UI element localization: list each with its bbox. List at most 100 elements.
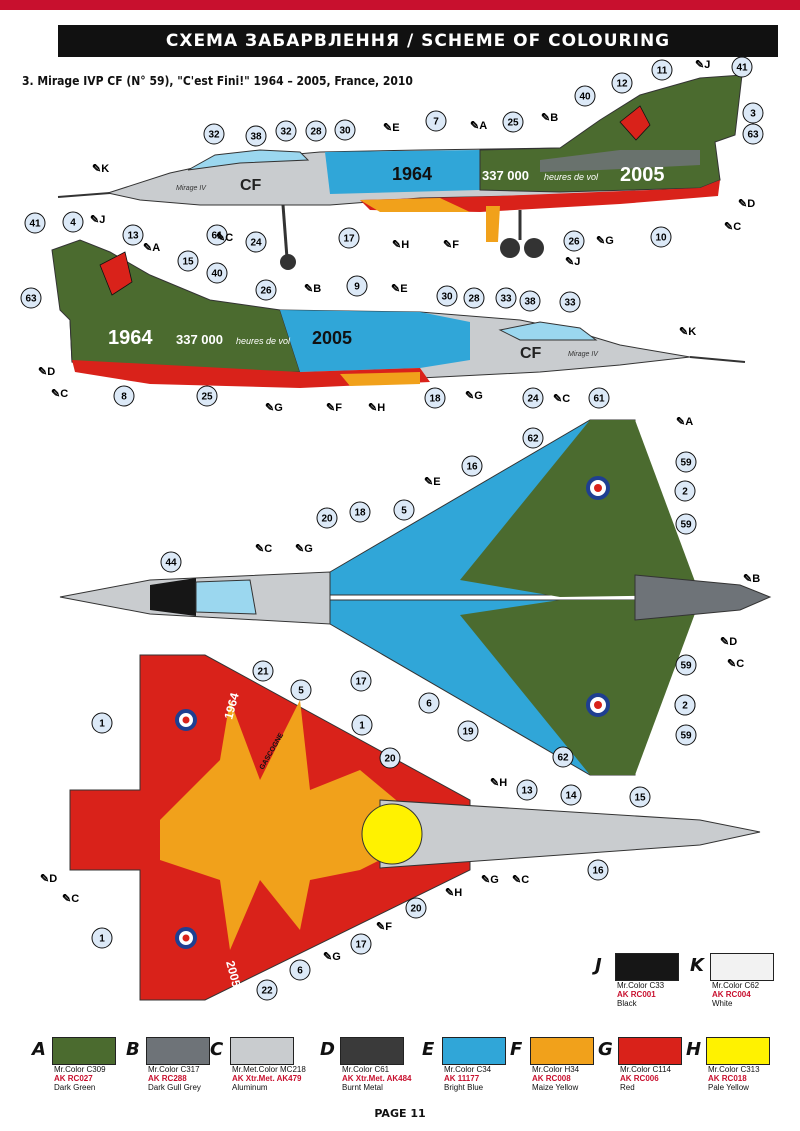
svg-text:7: 7 [433,117,439,128]
side_bottom-callout-4: 40 [206,262,228,284]
bottom_view-paint-letter-1: ✎D [40,873,57,885]
top_view-callout-16: 59 [675,724,697,746]
bottom_view-callout-13: 22 [256,979,278,1001]
legend-brand-c: Mr.Met.Color MC218 [232,1065,306,1074]
side1-nose-probe [57,192,111,198]
side_top-paint-letter-2: ✎A [470,120,487,132]
bottom_view-paint-letter-6: ✎F [376,921,392,933]
top_view-paint-letter-5: ✎D [720,636,737,648]
svg-text:30: 30 [339,126,351,137]
svg-text:20: 20 [410,904,422,915]
svg-text:15: 15 [182,257,194,268]
top_view-paint-letter-2: ✎C [255,543,272,555]
bottom_view-paint-letter-0: ✎H [490,777,507,789]
side2-year-start: 1964 [108,327,153,349]
legend-key-d: D [320,1039,335,1060]
side_bottom-paint-letter-7: ✎G [265,402,283,414]
svg-text:63: 63 [25,294,37,305]
side2-hours-suffix: heures de vol [236,336,291,346]
top_view-callout-9: 44 [160,551,182,573]
side_bottom-callout-1: 4 [62,211,84,233]
top_view-callout-10: 17 [350,670,372,692]
legend-color-j [615,953,679,981]
svg-text:16: 16 [592,866,604,877]
bottom_view-callout-0: 21 [252,660,274,682]
svg-text:10: 10 [655,233,667,244]
side_top-paint-letter-11: ✎C [724,221,741,233]
bottom_view-callout-6: 14 [560,784,582,806]
side_top-callout-15: 17 [338,227,360,249]
svg-text:33: 33 [500,294,512,305]
svg-text:22: 22 [261,986,273,997]
side1-nose-gear [281,204,289,259]
top-canopy [195,579,257,615]
top_view-callout-15: 2 [674,694,696,716]
side_top-callout-8: 12 [611,72,633,94]
side2-blue-band [280,310,470,372]
svg-text:1: 1 [99,719,105,730]
svg-text:11: 11 [657,66,668,77]
side_top-paint-letter-3: ✎B [541,112,558,124]
svg-text:17: 17 [355,940,367,951]
top-red-bar [0,0,800,10]
svg-text:13: 13 [521,786,533,797]
top_view-callout-1: 62 [522,427,544,449]
side_top-callout-14: 24 [245,231,267,253]
legend-ak-a: AK RC027 [54,1074,93,1083]
side_top-paint-letter-9: ✎J [565,256,580,268]
bottom_view-callout-4: 20 [379,747,401,769]
bottom_view-callout-3: 1 [91,712,113,734]
svg-text:9: 9 [354,282,360,293]
legend-color-e [442,1037,506,1065]
svg-text:21: 21 [257,667,269,678]
side_bottom-callout-0: 41 [24,212,46,234]
bottom-flame [160,700,420,950]
legend-color-b [146,1037,210,1065]
legend-name-b: Dark Gull Grey [148,1083,201,1092]
side1-code: CF [240,177,262,194]
legend-ak-b: AK RC288 [148,1074,187,1083]
legend-brand-f: Mr.Color H34 [532,1065,580,1074]
legend-ak-j: AK RC001 [617,990,656,999]
side2-type-script: Mirage IV [568,351,599,358]
svg-text:61: 61 [593,394,605,405]
svg-text:32: 32 [280,127,292,138]
svg-text:40: 40 [579,92,591,103]
side_top-paint-letter-4: ✎K [92,163,109,175]
svg-text:28: 28 [310,127,322,138]
legend-brand-j: Mr.Color C33 [617,981,665,990]
svg-text:59: 59 [680,520,692,531]
aircraft-subtitle: 3. Mirage IVP CF (N° 59), "C'est Fini!" … [22,74,413,88]
side_top-callout-17: 26 [563,230,585,252]
bottom_view-paint-letter-2: ✎C [62,893,79,905]
svg-text:20: 20 [321,514,333,525]
side_bottom-callout-3: 15 [177,250,199,272]
legend-color-c [230,1037,294,1065]
bottom_view-paint-letter-3: ✎G [481,874,499,886]
side_bottom-paint-letter-2: ✎B [304,283,321,295]
svg-text:38: 38 [250,132,262,143]
legend-name-e: Bright Blue [444,1083,484,1092]
side-view-right: 1964 337 000 heures de vol 2005 CF Mirag… [51,239,746,388]
svg-text:38: 38 [524,297,536,308]
top-tail [634,574,772,621]
bottom_view-callout-2: 1 [351,714,373,736]
side_top-callout-0: 32 [203,123,225,145]
svg-text:5: 5 [298,686,304,697]
top_view-callout-11: 6 [418,692,440,714]
side_bottom-paint-letter-10: ✎G [465,390,483,402]
legend-ak-f: AK RC008 [532,1074,571,1083]
side_bottom-callout-10: 33 [495,287,517,309]
svg-text:15: 15 [634,793,646,804]
svg-text:20: 20 [384,754,396,765]
side_bottom-paint-letter-4: ✎K [679,326,696,338]
svg-text:19: 19 [462,727,474,738]
svg-text:12: 12 [616,79,628,90]
legend-name-j: Black [617,999,637,1008]
svg-text:28: 28 [468,294,480,305]
side_top-callout-11: 3 [742,102,764,124]
legend-key-j: J [595,955,602,976]
